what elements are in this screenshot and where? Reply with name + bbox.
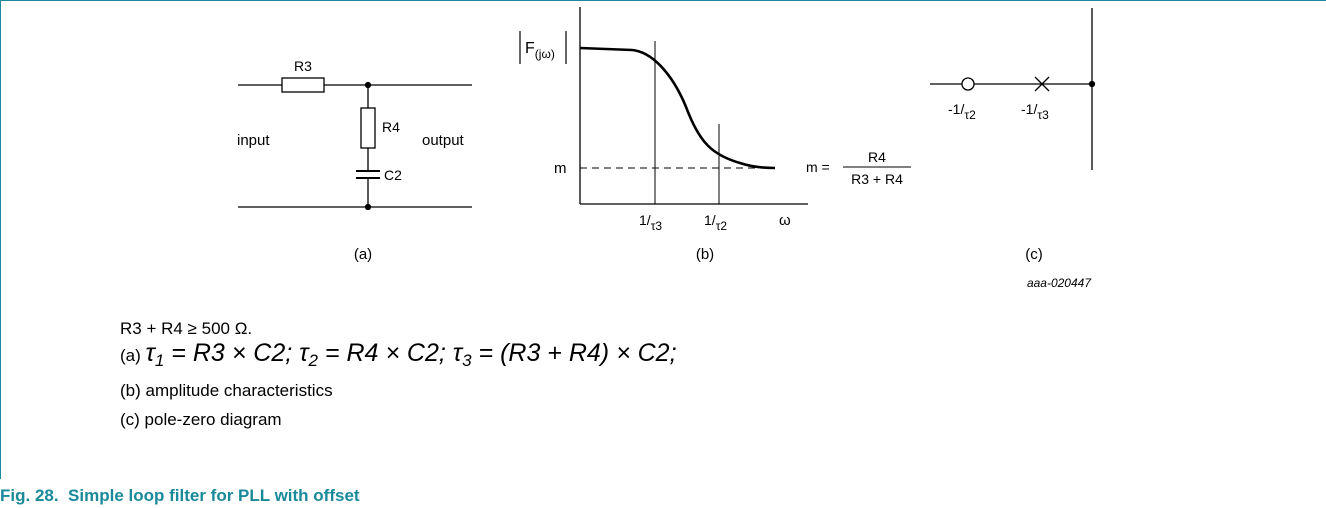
amplitude-chart [579,7,808,205]
formula-denominator: R3 + R4 [851,171,903,187]
y-axis-label-text: F(jω) [525,40,555,61]
zero-label-den: τ2 [964,108,976,122]
figure-frame [0,0,1326,479]
pole-label-num: -1/ [1021,101,1037,117]
eq-tau1-sub: 1 [154,351,165,370]
note-b: (b) amplitude characteristics [120,381,333,400]
zero-label: -1/τ2 [948,101,976,122]
y-axis-label: F(jω) [519,31,567,64]
resistor-r3 [281,77,325,93]
note-equations: (a) τ1 = R3 × C2; τ2 = R4 × C2; τ3 = (R3… [120,341,677,371]
tick-label-tau2: 1/τ2 [704,212,727,233]
figure-id: aaa-020447 [1027,276,1092,290]
tick-label-tau3: 1/τ3 [639,212,662,233]
amplitude-curve [579,46,776,170]
eq-tau2-sub: 2 [308,351,318,370]
junction-bottom [364,203,372,211]
eq-tau2-rhs: = R4 × C2; [317,339,453,367]
origin-dot [1088,80,1096,88]
label-c2: C2 [384,167,402,183]
eq-tau3-sub: 3 [462,351,472,370]
label-m: m [554,160,567,177]
note-constraint: R3 + R4 ≥ 500 Ω. [120,319,253,338]
eq-tau1: τ [145,339,155,367]
note-c: (c) pole-zero diagram [120,410,282,429]
caption-title: Simple loop filter for PLL with offset [68,486,360,505]
resistor-r4 [360,107,376,149]
formula-numerator: R4 [868,149,886,165]
caption-number: Fig. 28. [0,486,59,505]
circuit-diagram [238,77,472,211]
figure-diagram: R3 R4 C2 input output (a) F(jω) m 1/τ3 1… [237,7,1096,290]
pole-label-den: τ3 [1037,108,1049,122]
junction-top [364,81,372,89]
label-output: output [422,132,465,149]
pole-label: -1/τ3 [1021,101,1049,122]
zero-marker [961,77,975,91]
figure-caption: Fig. 28. Simple loop filter for PLL with… [0,486,360,506]
eq-prefix: (a) [120,346,146,365]
pole-marker-stroke-2 [1034,76,1050,92]
pole-zero-diagram [930,8,1096,170]
tick-label-tau3-den: τ3 [651,219,663,233]
y-axis-label-main: F [525,40,535,57]
eq-tau2: τ [299,339,309,367]
y-axis-label-sub: (jω) [535,47,555,61]
label-input: input [237,132,270,149]
tick-label-tau2-den: τ2 [716,219,728,233]
formula-lhs: m = [806,159,830,175]
zero-label-num: -1/ [948,101,964,117]
label-r3: R3 [294,58,312,74]
panel-label-b: (b) [696,246,714,263]
eq-tau3-rhs: = (R3 + R4) × C2; [471,339,677,367]
tick-label-tau2-num: 1/ [704,212,716,228]
x-axis-label-omega: ω [779,212,791,229]
panel-label-a: (a) [354,246,372,263]
panel-label-c: (c) [1025,246,1043,263]
eq-tau1-rhs: = R3 × C2; [164,339,300,367]
eq-tau3: τ [452,339,463,367]
label-r4: R4 [382,119,400,135]
tick-label-tau3-num: 1/ [639,212,651,228]
